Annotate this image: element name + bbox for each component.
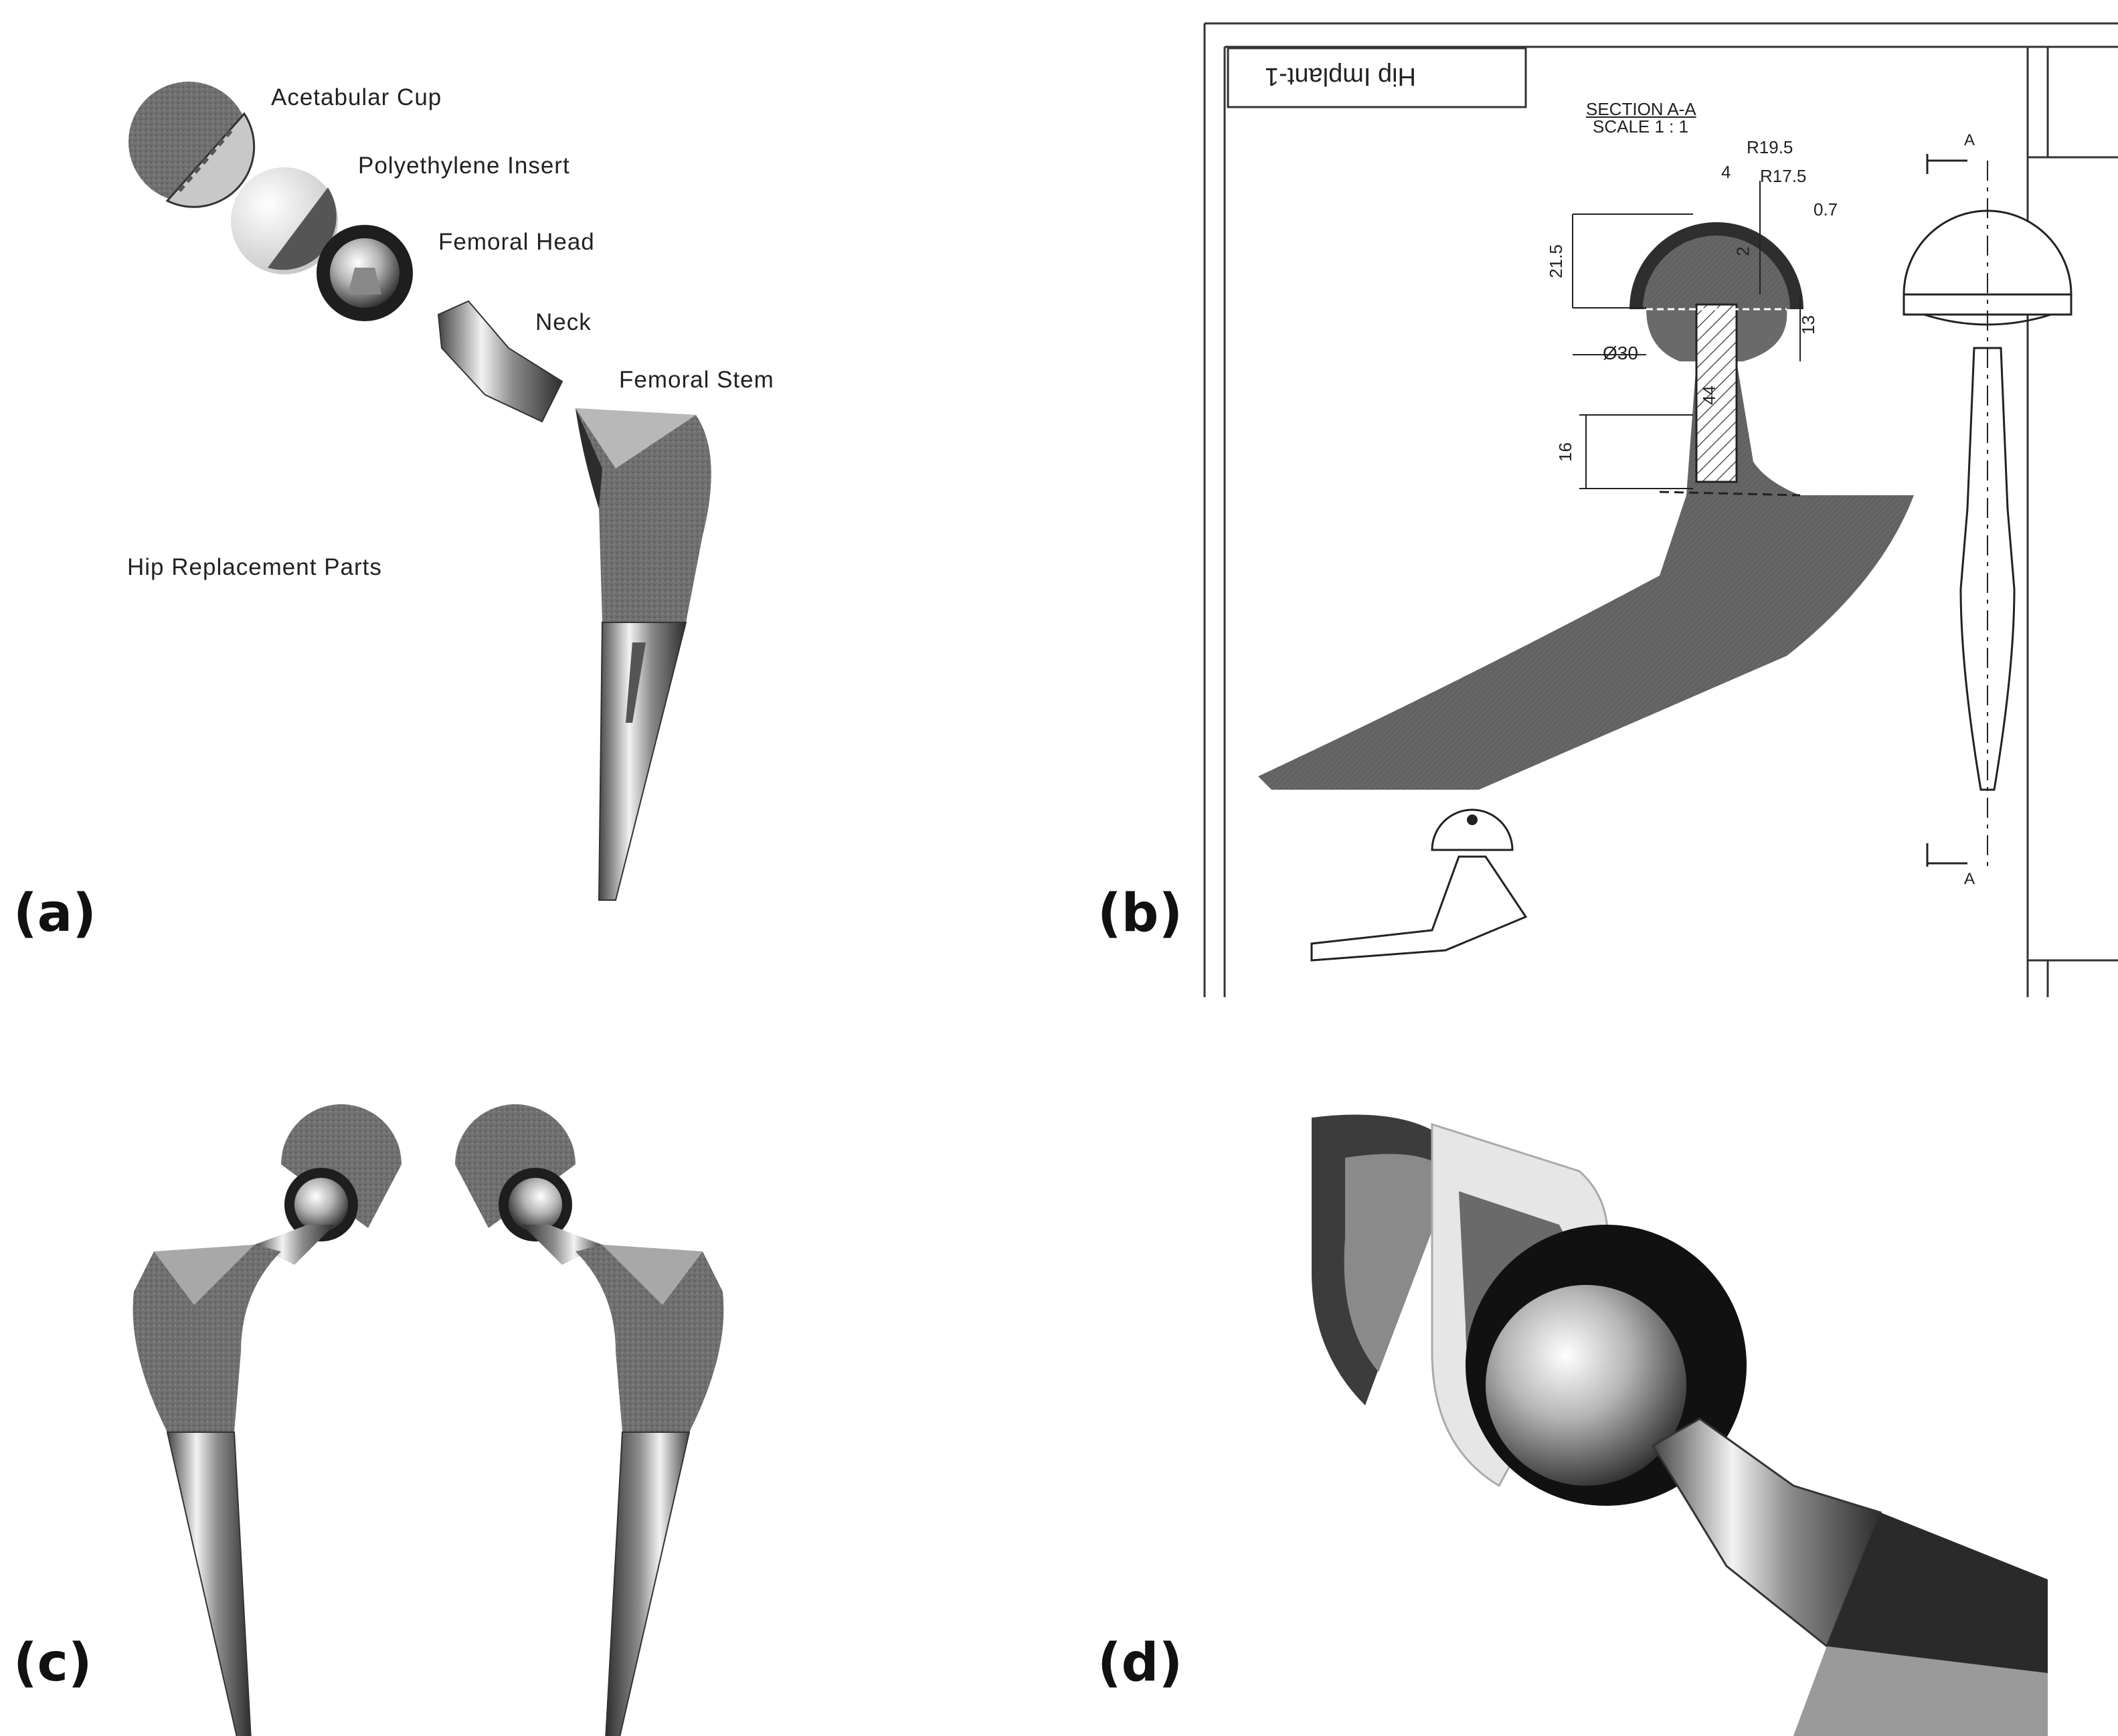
engineering-drawing: [1203, 22, 2118, 997]
scale-label: SCALE 1 : 1: [1593, 116, 1689, 137]
neck-closeup: [1651, 1417, 2048, 1736]
dim-21-5: 21.5: [1545, 244, 1566, 278]
panel-d: (d): [1057, 1071, 2118, 1736]
dim-4: 4: [1721, 162, 1731, 182]
dim-13: 13: [1797, 315, 1818, 335]
side-view: [1903, 154, 2072, 870]
closeup-joint-illustration: [1312, 1114, 2048, 1736]
polyethylene-insert-shape: [231, 167, 338, 274]
dim-0-7: 0.7: [1814, 199, 1838, 220]
title-block: [1227, 47, 1527, 108]
exploded-implant-illustration: [128, 82, 711, 901]
label-femoral-head: Femoral Head: [438, 229, 595, 255]
drawing-title: Hip Implant-1: [1265, 62, 1416, 90]
dim-44: 44: [1698, 385, 1719, 405]
dim-diameter-30: Ø30: [1603, 343, 1638, 363]
dim-r19-5: R19.5: [1747, 137, 1793, 157]
right-implant: [455, 1104, 724, 1736]
label-acetabular-cup: Acetabular Cup: [271, 84, 442, 110]
femoral-stem-shape: [576, 408, 711, 901]
assembled-implants-illustration: [133, 1104, 724, 1736]
femoral-head-shape: [317, 225, 413, 321]
neck-shape: [437, 300, 563, 423]
isometric-thumbnail: [1310, 808, 1528, 962]
acetabular-cup-shape: [128, 82, 256, 208]
section-marker-bottom: A: [1964, 870, 1975, 888]
panel-letter-a: (a): [13, 883, 96, 944]
dimension-lines: [1572, 181, 1801, 489]
label-polyethylene-insert: Polyethylene Insert: [358, 153, 570, 179]
panel-c: (c): [0, 1071, 1057, 1736]
panel-letter-d: (d): [1097, 1633, 1183, 1693]
panel-letter-c: (c): [13, 1633, 92, 1693]
left-implant: [133, 1104, 402, 1736]
drawing-frame: [1203, 22, 2118, 997]
dim-2: 2: [1733, 246, 1753, 256]
cup-closeup: [1312, 1114, 1459, 1405]
dim-16: 16: [1555, 442, 1575, 462]
label-hip-replacement-parts: Hip Replacement Parts: [127, 554, 382, 580]
dim-r17-5: R17.5: [1760, 166, 1807, 186]
panel-letter-b: (b): [1097, 883, 1183, 944]
panel-b: Hip Implant-1 SECTION A-A SCALE 1 : 1 R1…: [1057, 0, 2118, 997]
panel-a: Acetabular Cup Polyethylene Insert Femor…: [0, 0, 1057, 984]
section-marker-top: A: [1964, 131, 1975, 149]
label-neck: Neck: [535, 309, 592, 335]
section-label: SECTION A-A: [1586, 99, 1696, 119]
label-femoral-stem: Femoral Stem: [619, 367, 774, 393]
